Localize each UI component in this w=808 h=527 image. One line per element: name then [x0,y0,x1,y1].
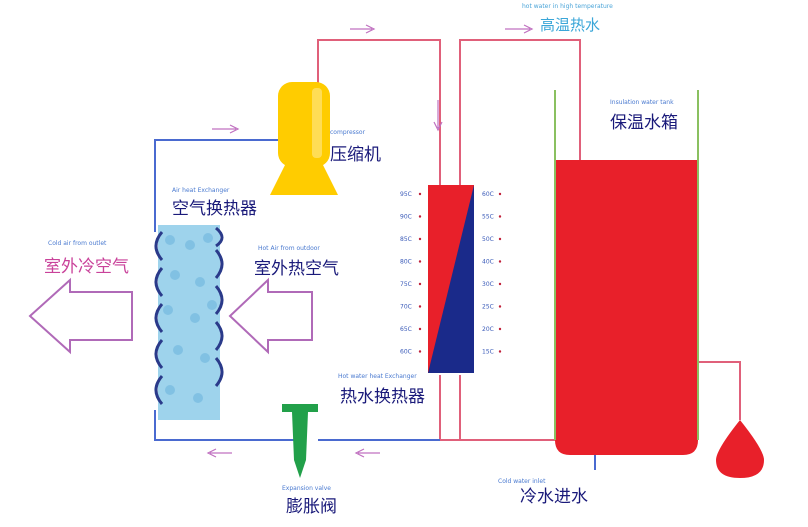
watermark: 电子发烧友 [669,481,765,507]
temps_right-temp-dot [498,282,502,286]
flow-arrows [206,24,534,458]
temps_right-temp-label: 25C [482,304,494,311]
compressor-base [270,165,338,195]
temps_left-temp-label: 60C [400,349,412,356]
temps_right-temp-label: 60C [482,191,494,198]
temps_left-temp-dot [418,350,422,353]
pipe-tank-to-pump [698,361,741,420]
temperature-scale-left: 95C 90C 85C 80C 75C 70C 65C 60C [400,191,422,356]
temps_left-temp-label: 90C [400,214,412,221]
compressor-en-label: compressor [330,129,366,136]
temps_right-temp-label: 15C [482,349,494,356]
air-exchanger-coils [154,226,224,405]
water-hx-cn-label: 热水换热器 [340,387,425,407]
cold-in-cn-label: 冷水进水 [520,487,588,507]
temps_right-temp-label: 55C [482,214,494,221]
flow-arrow-top [212,124,240,134]
valve-stem [292,412,308,478]
temps_left-temp-dot [418,282,422,286]
flow-arrow-hot-right [505,24,534,34]
cold-in-en-label: Cold water inlet [498,478,546,485]
hot-air-en-label: Hot Air from outdoor [258,245,320,252]
watermark-icon [669,481,695,507]
temps_left-temp-dot [418,237,422,241]
pipe-exchanger-bottom [439,375,460,441]
compressor [270,82,338,195]
cold-air-cn-label: 室外冷空气 [44,257,129,277]
temps_left-temp-label: 75C [400,281,412,288]
temps_left-temp-label: 85C [400,236,412,243]
temps_right-temp-dot [498,237,502,241]
cold-pipes [154,139,596,470]
cold-air-en-label: Cold air from outlet [48,240,107,247]
pump [716,420,764,478]
pipe-to-air-exchanger [154,139,285,232]
watermark-text: 电子发烧友 [700,488,765,504]
temps_right-temp-label: 30C [482,281,494,288]
expansion-cn-label: 膨胀阀 [286,497,337,517]
flow-arrow-bottom-left [206,448,232,458]
temps_left-temp-dot [418,260,422,263]
temps_left-temp-label: 95C [400,191,412,198]
temps_right-temp-dot [498,327,502,331]
hot-pipes [317,39,741,441]
temps_left-temp-label: 80C [400,259,412,266]
hot-water-en-label: hot water in high temperature [522,3,613,10]
pipe-hot-water-to-tank [459,39,581,185]
hot-air-cn-label: 室外热空气 [254,259,339,279]
cold-air-arrow [28,277,133,355]
expansion-valve [282,404,318,478]
expansion-en-label: Expansion valve [282,485,331,492]
pipe-air-exchanger-to-valve [154,410,300,441]
temps_left-temp-label: 65C [400,326,412,333]
temps_left-temp-dot [418,192,422,196]
flow-arrow-down [433,100,443,132]
temps_right-temp-dot [498,260,502,263]
temperature-scale-right: 60C 55C 50C 40C 30C 25C 20C 15C [482,191,502,356]
air-hx-en-label: Air heat Exchanger [172,187,230,194]
hot-air-arrow [228,277,313,355]
flow-arrow-hot-top [350,24,376,34]
temps_right-temp-dot [498,350,502,353]
temps_right-temp-dot [498,215,502,218]
temps_right-temp-label: 40C [482,259,494,266]
insulation-water-tank [554,90,699,455]
temps_right-temp-dot [498,192,502,196]
water-hx-en-label: Hot water heat Exchanger [338,373,417,380]
temps_right-temp-dot [498,305,502,308]
flow-arrow-bottom-mid [354,448,380,458]
air-heat-exchanger [154,225,224,420]
temps_left-temp-label: 70C [400,304,412,311]
tank-cn-label: 保温水箱 [610,113,678,133]
temps_left-temp-dot [418,215,422,218]
compressor-body [278,82,330,167]
temps_left-temp-dot [418,327,422,331]
water-heat-exchanger [428,185,474,373]
air-exchanger-texture [163,233,217,403]
hot-water-cn-label: 高温热水 [540,16,600,34]
valve-top [282,404,318,412]
tank-water [555,160,698,455]
temps_right-temp-label: 50C [482,236,494,243]
pipe-return-to-tank [459,375,555,441]
tank-en-label: Insulation water tank [610,99,674,106]
compressor-cn-label: 压缩机 [330,145,381,165]
air-hx-cn-label: 空气换热器 [172,199,257,219]
compressor-highlight [312,88,322,158]
temps_right-temp-label: 20C [482,326,494,333]
exchanger-blue [428,185,474,373]
temps_left-temp-dot [418,305,422,308]
